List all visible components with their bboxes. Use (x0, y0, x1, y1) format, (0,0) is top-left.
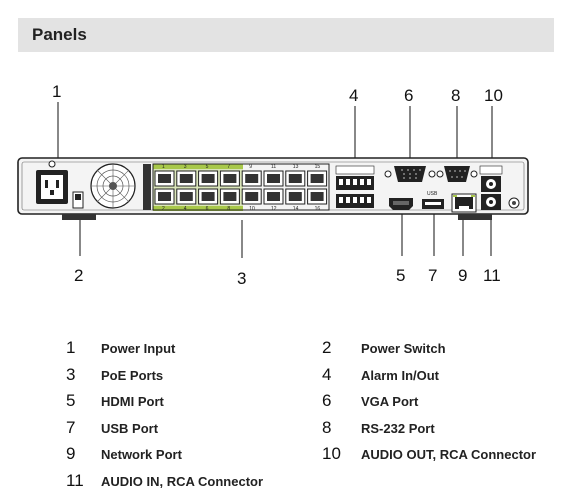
poe-port-number: 5 (206, 164, 209, 170)
legend-item: 10 AUDIO OUT, RCA Connector (322, 444, 562, 466)
callout-5: 5 (396, 266, 405, 285)
legend-item: 2 Power Switch (322, 338, 562, 360)
power-input-socket (36, 170, 68, 204)
poe-jack-socket (310, 192, 324, 201)
legend-number: 3 (66, 365, 76, 384)
legend-item: 8 RS-232 Port (322, 418, 562, 440)
callout-9: 9 (458, 266, 467, 285)
legend-item: 3 PoE Ports (66, 365, 306, 387)
usb-port: USB (422, 191, 444, 209)
rs232-port (436, 166, 478, 182)
poe-jack-socket (223, 192, 237, 201)
callout-7: 7 (428, 266, 437, 285)
power-switch (72, 191, 84, 209)
svg-text:USB: USB (427, 191, 438, 197)
poe-port-number: 4 (184, 206, 187, 212)
legend-item: 9 Network Port (66, 444, 306, 466)
poe-jack-socket (245, 174, 259, 183)
callout-1: 1 (52, 82, 61, 101)
poe-jack-socket (158, 174, 171, 183)
legend-number: 2 (322, 338, 332, 357)
legend-item: 7 USB Port (66, 418, 306, 440)
legend-number: 8 (322, 418, 332, 437)
legend: 1 Power Input 2 Power Switch 3 PoE Ports 4 Alar… (0, 330, 576, 500)
poe-jacks (154, 170, 328, 205)
poe-port-number: 14 (293, 206, 299, 212)
poe-port-number: 2 (162, 206, 165, 212)
fan-grille (90, 163, 136, 209)
poe-port-number: 9 (249, 164, 252, 170)
poe-jack-socket (179, 192, 193, 201)
poe-jack-socket (267, 192, 280, 201)
poe-port-number: 8 (227, 206, 230, 212)
legend-label: USB Port (101, 421, 159, 436)
legend-label: Power Switch (361, 341, 446, 356)
poe-port-number: 7 (227, 164, 230, 170)
legend-item: 1 Power Input (66, 338, 306, 360)
poe-jack-socket (288, 174, 302, 183)
poe-port-number: 1 (162, 164, 165, 170)
poe-jack-socket (267, 174, 280, 183)
poe-port-number: 15 (315, 164, 321, 170)
callout-6: 6 (404, 86, 413, 105)
callout-4: 4 (349, 86, 358, 105)
poe-port-number: 12 (271, 206, 277, 212)
legend-number: 4 (322, 365, 332, 384)
poe-jack-socket (288, 192, 302, 201)
section-header: Panels (18, 18, 554, 52)
legend-number: 9 (66, 444, 76, 463)
legend-number: 5 (66, 391, 76, 410)
poe-jack-socket (158, 192, 171, 201)
callout-2: 2 (74, 266, 83, 285)
audio-rca-connectors (479, 165, 503, 210)
poe-label-strip (143, 164, 151, 210)
legend-label: Alarm In/Out (361, 368, 440, 383)
callout-3: 3 (237, 269, 246, 288)
rear-panel-diagram: 1 4 6 8 10 2 3 5 7 9 11 (17, 82, 529, 288)
legend-label: AUDIO IN, RCA Connector (101, 474, 264, 489)
network-port (451, 193, 477, 213)
poe-port-number: 11 (271, 164, 276, 170)
legend-label: Power Input (101, 341, 176, 356)
alarm-io-terminal (335, 165, 375, 208)
legend-label: HDMI Port (101, 394, 164, 409)
legend-label: VGA Port (361, 394, 419, 409)
legend-item: 4 Alarm In/Out (322, 365, 562, 387)
poe-jack-socket (310, 174, 324, 183)
legend-label: PoE Ports (101, 368, 164, 383)
poe-jack-socket (245, 192, 259, 201)
vga-port (384, 166, 436, 182)
poe-port-number: 10 (249, 206, 255, 212)
poe-port-number: 3 (184, 164, 187, 170)
poe-jack-socket (223, 174, 237, 183)
legend-item: 6 VGA Port (322, 391, 562, 413)
poe-jack-socket (201, 174, 215, 183)
hdmi-port (389, 198, 413, 210)
legend-number: 11 (66, 471, 84, 490)
callout-8: 8 (451, 86, 460, 105)
callout-11: 11 (483, 266, 501, 285)
legend-item: 11 AUDIO IN, RCA Connector (66, 471, 306, 493)
legend-label: AUDIO OUT, RCA Connector (361, 447, 537, 462)
legend-label: Network Port (101, 447, 182, 462)
legend-number: 10 (322, 444, 341, 463)
legend-item: 5 HDMI Port (66, 391, 306, 413)
legend-label: RS-232 Port (361, 421, 435, 436)
legend-number: 1 (66, 338, 76, 357)
poe-jack-socket (201, 192, 215, 201)
callout-10: 10 (484, 86, 503, 105)
legend-number: 6 (322, 391, 332, 410)
section-title: Panels (32, 25, 87, 44)
poe-port-number: 16 (315, 206, 321, 212)
poe-port-number: 13 (293, 164, 299, 170)
legend-number: 7 (66, 418, 76, 437)
poe-jack-socket (179, 174, 193, 183)
poe-port-number: 6 (206, 206, 209, 212)
